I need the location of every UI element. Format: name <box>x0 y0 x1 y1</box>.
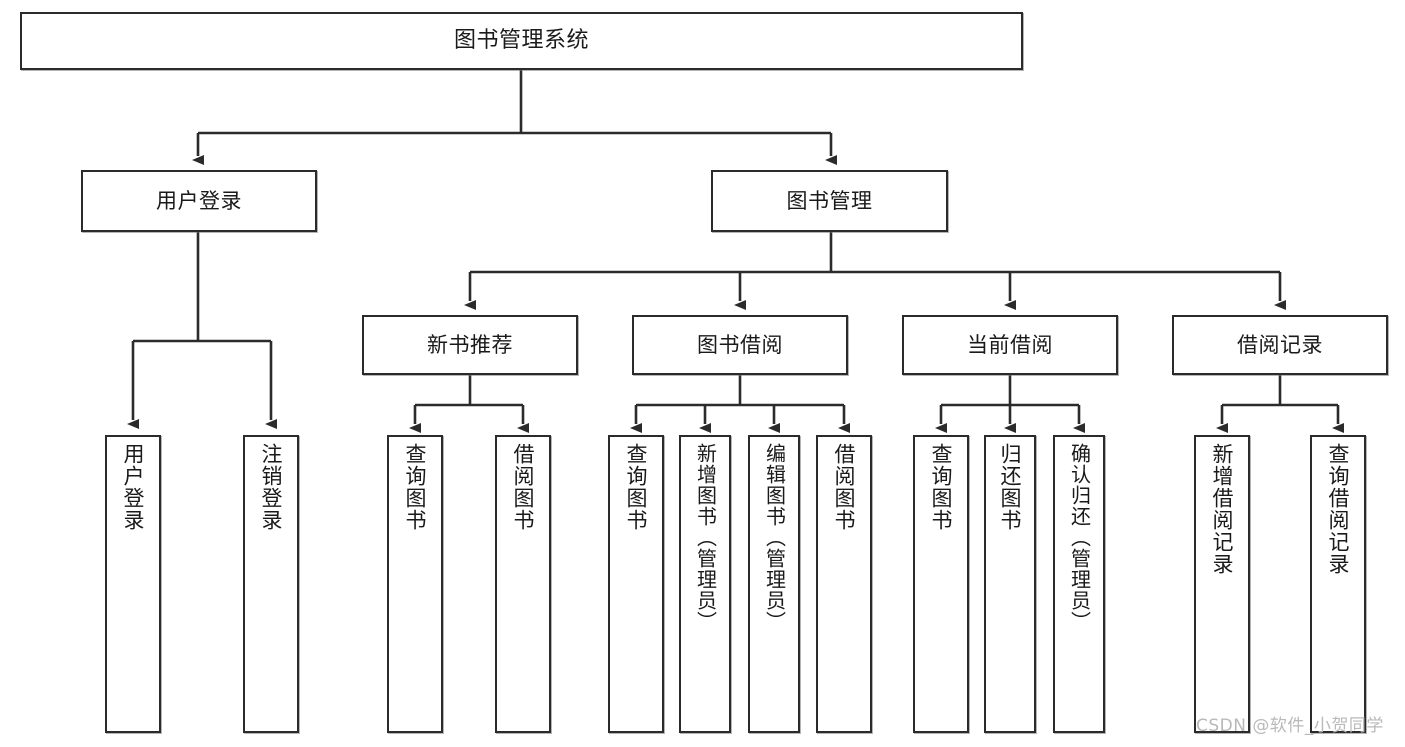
node-label: 用户登录 <box>121 443 146 531</box>
node-label: 借阅记录 <box>1237 332 1323 357</box>
leaf-borrow-record-query-record[interactable]: 查询借阅记录 <box>1310 435 1366 733</box>
node-label: 图书管理系统 <box>453 28 589 54</box>
leaf-book-borrow-add-book-admin[interactable]: 新增图书（管理员） <box>679 435 731 733</box>
node-book-management[interactable]: 图书管理 <box>711 170 948 232</box>
node-label: 图书借阅 <box>697 332 783 357</box>
node-new-book-recommend[interactable]: 新书推荐 <box>362 315 578 375</box>
leaf-user-login-logout[interactable]: 注销登录 <box>243 435 299 733</box>
node-label: 编辑图书（管理员） <box>762 443 787 632</box>
node-label: 新书推荐 <box>427 332 513 357</box>
node-label: 查询借阅记录 <box>1326 443 1351 575</box>
node-root-book-management-system[interactable]: 图书管理系统 <box>20 12 1023 70</box>
node-current-borrow[interactable]: 当前借阅 <box>902 315 1118 375</box>
leaf-new-book-query-book[interactable]: 查询图书 <box>387 435 443 733</box>
node-book-borrow[interactable]: 图书借阅 <box>632 315 848 375</box>
leaf-book-borrow-query-book[interactable]: 查询图书 <box>608 435 664 733</box>
leaf-user-login-login[interactable]: 用户登录 <box>105 435 161 733</box>
leaf-book-borrow-borrow-book[interactable]: 借阅图书 <box>816 435 872 733</box>
node-label: 新增图书（管理员） <box>693 443 718 632</box>
node-label: 新增借阅记录 <box>1210 443 1235 575</box>
leaf-current-borrow-return-book[interactable]: 归还图书 <box>984 435 1036 733</box>
node-label: 查询图书 <box>403 443 428 531</box>
node-label: 借阅图书 <box>832 443 857 531</box>
node-borrow-record[interactable]: 借阅记录 <box>1172 315 1388 375</box>
leaf-borrow-record-add-record[interactable]: 新增借阅记录 <box>1194 435 1250 733</box>
leaf-new-book-borrow-book[interactable]: 借阅图书 <box>495 435 551 733</box>
leaf-current-borrow-confirm-return-admin[interactable]: 确认归还（管理员） <box>1053 435 1105 733</box>
node-label: 查询图书 <box>624 443 649 531</box>
node-label: 图书管理 <box>786 188 873 213</box>
leaf-book-borrow-edit-book-admin[interactable]: 编辑图书（管理员） <box>748 435 800 733</box>
node-label: 查询图书 <box>929 443 954 531</box>
node-label: 当前借阅 <box>967 332 1053 357</box>
leaf-current-borrow-query-book[interactable]: 查询图书 <box>913 435 969 733</box>
node-label: 归还图书 <box>998 443 1023 531</box>
node-label: 注销登录 <box>259 443 284 531</box>
node-label: 确认归还（管理员） <box>1067 443 1092 632</box>
node-label: 用户登录 <box>156 188 242 213</box>
node-label: 借阅图书 <box>511 443 536 531</box>
node-user-login[interactable]: 用户登录 <box>81 170 317 232</box>
